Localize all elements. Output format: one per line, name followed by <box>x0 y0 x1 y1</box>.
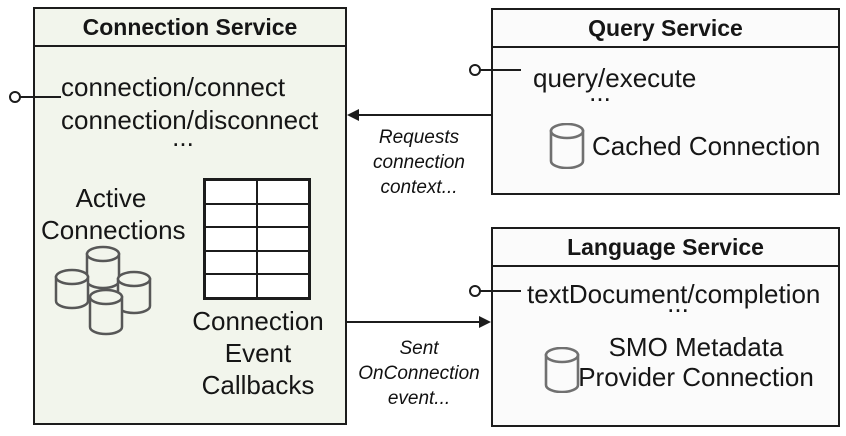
sent-arrow-line <box>347 321 480 323</box>
language-service-header: Language Service <box>493 229 838 267</box>
requests-arrow-line <box>357 114 491 116</box>
database-icon <box>544 347 580 393</box>
sent-label-line1: Sent <box>399 338 439 359</box>
smo-provider-line1: SMO Metadata <box>608 332 784 362</box>
connection-interface-lollipop-icon <box>9 91 21 103</box>
cached-connection-label: Cached Connection <box>592 131 821 161</box>
table-cell <box>205 203 257 228</box>
requests-arrow-label: Requests connection context... <box>349 125 489 200</box>
requests-label-line3: context... <box>380 177 458 198</box>
callbacks-line2: Event <box>224 338 292 368</box>
query-service-header: Query Service <box>493 10 838 48</box>
language-service-title: Language Service <box>567 233 764 260</box>
callbacks-table-grid <box>203 178 311 300</box>
table-cell <box>257 250 309 275</box>
query-interface-lollipop-icon <box>469 64 481 76</box>
table-cell <box>257 180 309 204</box>
query-service-box: Query Service query/execute ... Cached C… <box>491 8 840 195</box>
active-connections-line1: Active <box>75 183 147 213</box>
query-interface-line <box>479 69 521 71</box>
method-connection-disconnect: connection/disconnect <box>61 105 319 135</box>
callbacks-line1: Connection <box>192 306 324 336</box>
query-methods-ellipsis: ... <box>589 77 611 107</box>
table-cell <box>257 203 309 228</box>
connection-service-title: Connection Service <box>82 13 298 40</box>
callbacks-label: Connection Event Callbacks <box>158 305 358 401</box>
sent-label-line3: event... <box>387 388 451 409</box>
query-service-title: Query Service <box>588 14 743 41</box>
method-query-execute: query/execute <box>533 63 697 93</box>
smo-provider-label: SMO Metadata Provider Connection <box>549 332 843 392</box>
connection-methods: connection/connect connection/disconnect <box>61 71 318 137</box>
method-connection-connect: connection/connect <box>61 72 286 102</box>
requests-label-line1: Requests <box>378 127 460 148</box>
requests-label-line2: connection <box>373 152 465 173</box>
active-connections-label: Active Connections <box>41 182 186 246</box>
connection-service-box: Connection Service connection/connect co… <box>33 7 347 425</box>
language-service-box: Language Service textDocument/completion… <box>491 227 840 427</box>
sent-arrow-label: Sent OnConnection event... <box>349 336 489 411</box>
connection-methods-ellipsis: ... <box>172 122 194 152</box>
table-cell <box>257 274 309 298</box>
table-cell <box>205 250 257 275</box>
table-cell <box>205 227 257 251</box>
connection-service-header: Connection Service <box>35 9 345 47</box>
callbacks-line3: Callbacks <box>201 370 315 400</box>
sent-label-line2: OnConnection <box>358 363 480 384</box>
database-cluster-icon <box>54 245 152 336</box>
database-icon <box>549 123 585 169</box>
active-connections-line2: Connections <box>41 215 186 245</box>
sent-arrowhead-icon <box>479 316 491 328</box>
table-cell <box>205 180 257 204</box>
language-methods-ellipsis: ... <box>667 288 689 318</box>
requests-arrowhead-icon <box>347 109 359 121</box>
language-interface-line <box>479 290 521 292</box>
connection-interface-line <box>19 96 61 98</box>
table-cell <box>257 227 309 251</box>
language-interface-lollipop-icon <box>469 285 481 297</box>
method-textdocument-completion: textDocument/completion <box>527 279 821 309</box>
smo-provider-line2: Provider Connection <box>578 362 814 392</box>
table-cell <box>205 274 257 298</box>
